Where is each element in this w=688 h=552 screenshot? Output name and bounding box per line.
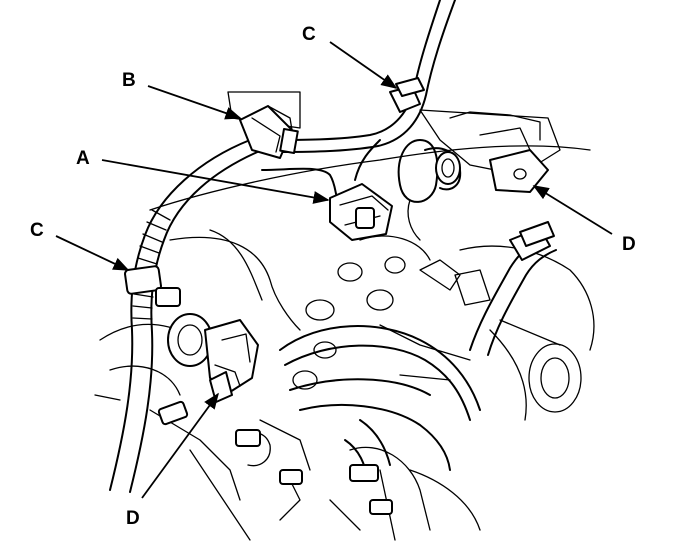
arrow-b	[147, 85, 242, 120]
harness-top	[261, 0, 456, 201]
arrow-c-left	[55, 235, 130, 271]
callout-a: A	[76, 148, 90, 169]
right-hose	[469, 221, 557, 356]
connector-b	[239, 105, 299, 159]
callout-d-bottom: D	[126, 508, 140, 529]
harness-left	[109, 139, 263, 493]
callout-c-top: C	[302, 24, 316, 45]
arrow-d-right	[532, 185, 613, 235]
callout-c-left: C	[30, 220, 44, 241]
bracket-d-right	[489, 149, 549, 193]
callout-arrows	[55, 41, 613, 499]
sensor-boss	[397, 139, 462, 241]
callout-d-right: D	[622, 234, 636, 255]
arrow-a	[101, 159, 330, 204]
callout-b: B	[122, 70, 136, 91]
intake-runners	[279, 325, 481, 481]
lower-studs	[157, 400, 393, 515]
bracket-d-bottom	[167, 313, 259, 403]
arrow-d-bottom	[141, 392, 219, 499]
connector-a	[329, 183, 393, 241]
callout-labels: C B A C D D	[30, 24, 636, 529]
arrow-c-top	[329, 41, 398, 89]
